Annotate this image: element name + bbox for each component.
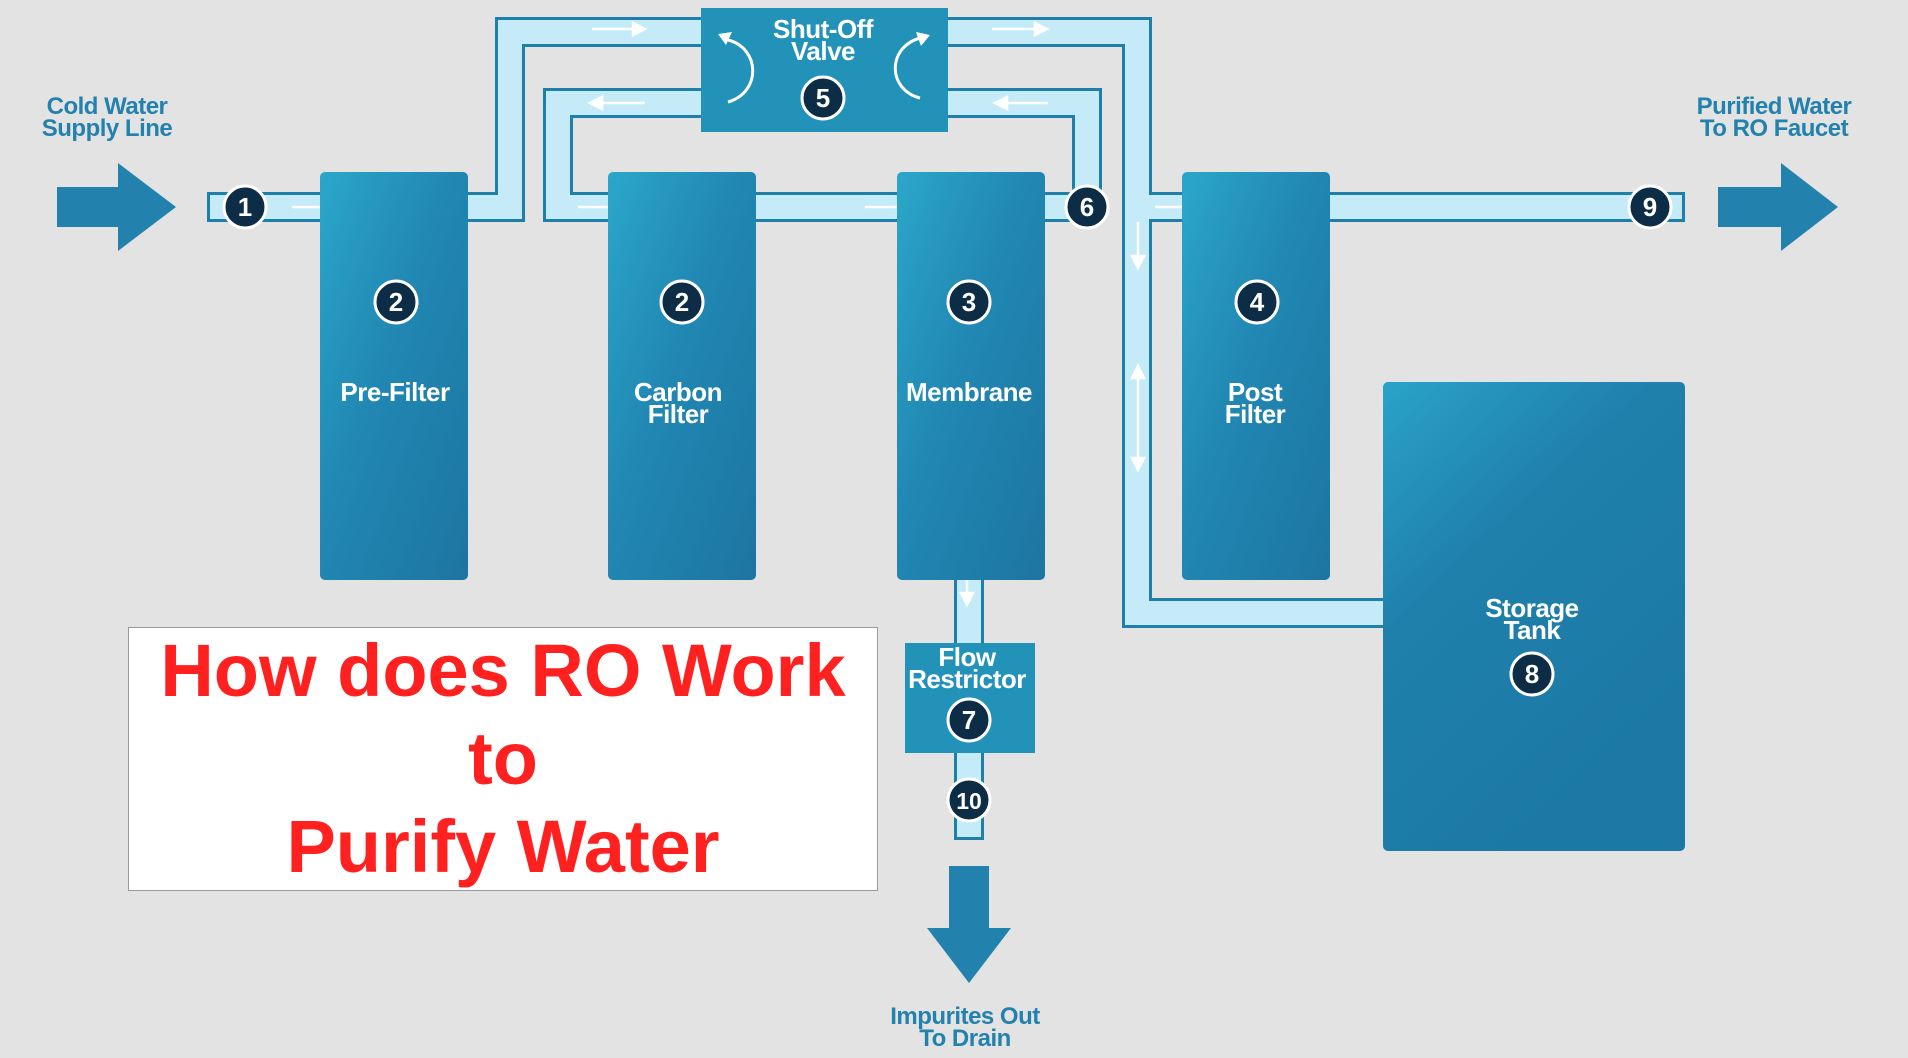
svg-text:3: 3 <box>962 287 976 317</box>
flow-arrow <box>592 20 648 38</box>
badge-valve: 5 <box>800 75 846 121</box>
badge-drain: 10 <box>946 777 992 823</box>
inlet-arrow-icon <box>57 163 176 251</box>
valve-rotation-icon <box>718 32 930 104</box>
carbon-label-line: Filter <box>648 399 709 429</box>
flow-arrow-bidirectional <box>1129 363 1147 473</box>
restrictor-label-line: Restrictor <box>908 664 1026 694</box>
valve-label-line: Shut-Off <box>773 14 874 44</box>
outlet-label-line: Purified Water <box>1697 93 1852 120</box>
svg-text:5: 5 <box>816 83 830 113</box>
storage-tank <box>1383 382 1685 851</box>
outlet-label-line: To RO Faucet <box>1700 115 1849 142</box>
title-box: How does RO Work to Purify Water <box>128 627 878 891</box>
drain-arrow-icon <box>927 866 1011 983</box>
membrane-cartridge <box>897 172 1045 580</box>
svg-text:8: 8 <box>1525 659 1539 689</box>
badge-carbon: 2 <box>659 279 705 325</box>
svg-text:Membrane: Membrane <box>906 377 1032 407</box>
drain-label-line: Impurites Out <box>890 1003 1040 1030</box>
prefilter-label: Pre-Filter <box>340 377 450 407</box>
post-filter-cartridge <box>1182 172 1330 580</box>
title-line: to <box>468 717 538 800</box>
svg-text:4: 4 <box>1250 287 1265 317</box>
svg-text:2: 2 <box>389 287 403 317</box>
svg-text:1: 1 <box>238 192 252 222</box>
badge-restrictor: 7 <box>946 697 992 743</box>
inlet-label-line: Cold Water <box>47 93 168 120</box>
flow-arrow <box>587 94 645 112</box>
badge-prefilter: 2 <box>373 279 419 325</box>
badge-tank: 8 <box>1509 651 1555 697</box>
badge-post: 4 <box>1234 279 1280 325</box>
number-badges: 1 2 2 3 4 5 6 7 8 9 10 <box>222 75 1673 823</box>
svg-text:10: 10 <box>956 788 982 814</box>
badge-inlet: 1 <box>222 184 268 230</box>
svg-text:6: 6 <box>1080 192 1094 222</box>
prefilter-cartridge <box>320 172 468 580</box>
flow-arrow <box>992 94 1048 112</box>
outlet-arrow-icon <box>1718 163 1838 251</box>
flow-arrow <box>992 20 1050 38</box>
badge-membrane: 3 <box>946 279 992 325</box>
title-line: Purify Water <box>286 805 720 888</box>
inlet-label-line: Supply Line <box>42 115 173 142</box>
tank-label-line: Tank <box>1504 615 1562 645</box>
svg-text:2: 2 <box>675 287 689 317</box>
carbon-label-line: Carbon <box>634 377 722 407</box>
title-line: How does RO Work <box>160 629 846 712</box>
svg-text:Pre-Filter: Pre-Filter <box>340 377 450 407</box>
valve-label-line: Valve <box>791 36 855 66</box>
post-label-line: Filter <box>1225 399 1286 429</box>
membrane-label: Membrane <box>906 377 1032 407</box>
svg-text:7: 7 <box>962 705 976 735</box>
svg-text:9: 9 <box>1643 192 1657 222</box>
flow-arrow <box>1129 222 1147 271</box>
drain-label-line: To Drain <box>919 1025 1011 1052</box>
badge-tee: 6 <box>1064 184 1110 230</box>
post-label-line: Post <box>1228 377 1283 407</box>
tank-label-line: Storage <box>1485 593 1578 623</box>
restrictor-label-line: Flow <box>938 642 996 672</box>
badge-outlet: 9 <box>1627 184 1673 230</box>
carbon-filter-cartridge <box>608 172 756 580</box>
